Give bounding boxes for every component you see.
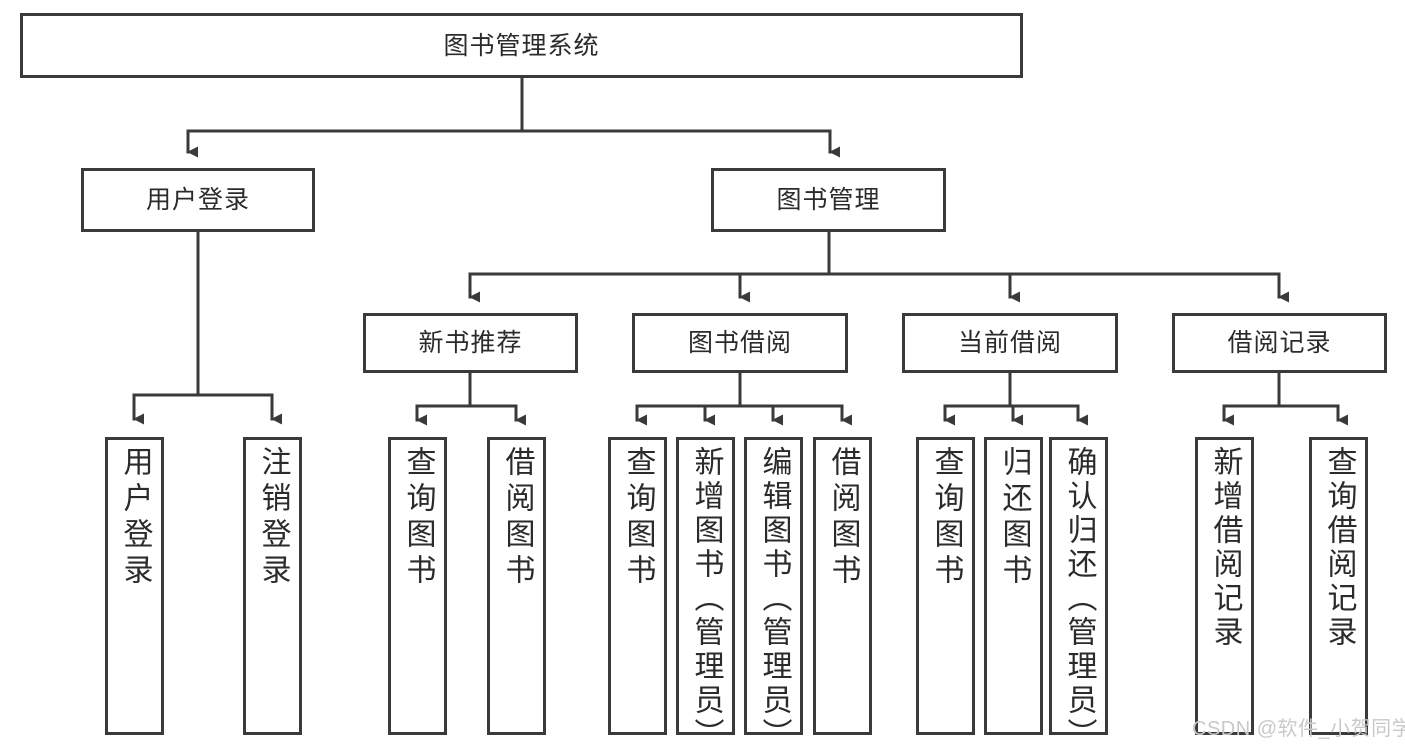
node-leaf-query-book-1-label: 查询图书	[401, 446, 435, 590]
node-leaf-edit-book-label: 编辑图书（管理员）	[757, 446, 791, 752]
node-leaf-borrow-book-1[interactable]: 借阅图书	[487, 437, 546, 735]
node-leaf-add-record-label: 新增借阅记录	[1208, 446, 1242, 650]
node-leaf-add-book-label: 新增图书（管理员）	[689, 446, 723, 752]
node-leaf-borrow-book-2[interactable]: 借阅图书	[813, 437, 872, 735]
node-leaf-query-record[interactable]: 查询借阅记录	[1309, 437, 1368, 735]
node-leaf-return-book[interactable]: 归还图书	[984, 437, 1043, 735]
node-leaf-query-book-3-label: 查询图书	[929, 446, 963, 590]
node-root[interactable]: 图书管理系统	[20, 13, 1023, 78]
node-leaf-logout[interactable]: 注销登录	[243, 437, 302, 735]
node-leaf-confirm-return[interactable]: 确认归还（管理员）	[1049, 437, 1108, 752]
node-leaf-borrow-book-2-label: 借阅图书	[826, 446, 860, 590]
node-leaf-user-login-label: 用户登录	[118, 446, 152, 590]
node-root-label: 图书管理系统	[443, 31, 600, 60]
node-leaf-add-book[interactable]: 新增图书（管理员）	[676, 437, 735, 752]
node-borrow-record-label: 借阅记录	[1227, 329, 1332, 357]
node-leaf-user-login[interactable]: 用户登录	[105, 437, 164, 735]
node-new-book-rec[interactable]: 新书推荐	[363, 313, 578, 373]
node-book-borrow[interactable]: 图书借阅	[632, 313, 848, 373]
node-book-manage[interactable]: 图书管理	[711, 168, 946, 232]
node-leaf-borrow-book-1-label: 借阅图书	[500, 446, 534, 590]
node-leaf-query-book-1[interactable]: 查询图书	[388, 437, 447, 735]
node-leaf-return-book-label: 归还图书	[997, 446, 1031, 590]
node-leaf-query-book-3[interactable]: 查询图书	[916, 437, 975, 735]
node-user-login[interactable]: 用户登录	[81, 168, 315, 232]
node-leaf-confirm-return-label: 确认归还（管理员）	[1062, 446, 1096, 752]
node-leaf-add-record[interactable]: 新增借阅记录	[1195, 437, 1254, 735]
node-book-manage-label: 图书管理	[776, 186, 881, 214]
node-book-borrow-label: 图书借阅	[687, 329, 792, 357]
node-new-book-rec-label: 新书推荐	[418, 329, 523, 357]
node-current-borrow-label: 当前借阅	[957, 329, 1062, 357]
node-user-login-label: 用户登录	[145, 186, 250, 214]
node-borrow-record[interactable]: 借阅记录	[1172, 313, 1387, 373]
node-leaf-query-record-label: 查询借阅记录	[1322, 446, 1356, 650]
node-leaf-query-book-2-label: 查询图书	[621, 446, 655, 590]
node-leaf-logout-label: 注销登录	[256, 446, 290, 590]
node-leaf-edit-book[interactable]: 编辑图书（管理员）	[744, 437, 803, 752]
node-leaf-query-book-2[interactable]: 查询图书	[608, 437, 667, 735]
node-current-borrow[interactable]: 当前借阅	[902, 313, 1118, 373]
